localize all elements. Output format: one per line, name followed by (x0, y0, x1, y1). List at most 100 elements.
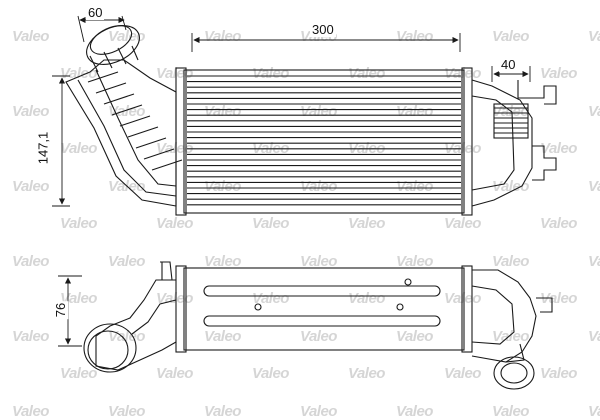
watermark-text: Valeo (108, 403, 145, 420)
inlet-rib (143, 148, 175, 160)
watermark-text: Valeo (348, 290, 385, 307)
outlet-tank-contour (471, 95, 515, 191)
left-end-plate-top (175, 265, 187, 353)
dimension-lines (52, 15, 531, 347)
front-view (65, 25, 557, 216)
dim-extension (77, 15, 85, 43)
watermark-text: Valeo (108, 28, 145, 45)
outlet-fitting (493, 103, 529, 139)
watermark-text: Valeo (540, 290, 577, 307)
inlet-pipe-contour (77, 79, 177, 197)
watermark-text: Valeo (252, 365, 289, 382)
outlet-ring-inner-top (500, 362, 528, 384)
inlet-rib (87, 71, 119, 83)
dim-width-label: 300 (310, 22, 336, 37)
mount-hole (254, 303, 262, 311)
inlet-rib (127, 126, 159, 138)
watermark-text: Valeo (492, 178, 529, 195)
right-end-plate-top (461, 265, 473, 353)
watermark-text: Valeo (12, 328, 49, 345)
mounting-bracket (517, 80, 557, 105)
watermark-text: Valeo (252, 290, 289, 307)
watermark-text: Valeo (540, 365, 577, 382)
inlet-opening (89, 25, 133, 55)
outlet-tank (471, 79, 533, 207)
watermark-text: Valeo (588, 178, 600, 195)
outlet-neck-top (505, 343, 525, 363)
inlet-rib (95, 82, 127, 94)
watermark-text: Valeo (348, 365, 385, 382)
watermark-text: Valeo (492, 253, 529, 270)
watermark-text: Valeo (588, 103, 600, 120)
inlet-pipe (65, 59, 177, 207)
watermark-text: Valeo (204, 103, 241, 120)
watermark-text: Valeo (204, 253, 241, 270)
watermark-text: Valeo (300, 253, 337, 270)
inlet-opening-top (87, 330, 129, 370)
mount-hole (396, 303, 404, 311)
watermark-text: Valeo (60, 140, 97, 157)
core-outline-top (183, 267, 465, 351)
watermark-text: Valeo (444, 365, 481, 382)
outlet-ring-top (493, 356, 535, 390)
inlet-rib (103, 93, 135, 105)
watermark-text: Valeo (108, 328, 145, 345)
watermark-text: Valeo (588, 403, 600, 420)
watermark-text: Valeo (12, 28, 49, 45)
dim-height-label: 147,1 (35, 129, 51, 167)
watermark-text: Valeo (540, 215, 577, 232)
watermark-text: Valeo (12, 103, 49, 120)
dim-extension (121, 15, 127, 31)
inlet-pipe-contour (95, 69, 177, 187)
mounting-bracket (532, 145, 557, 181)
watermark-text: Valeo (348, 215, 385, 232)
inlet-rib (119, 115, 151, 127)
inlet-pipe-top (95, 279, 177, 371)
top-view (83, 261, 553, 390)
inlet-tab-top (160, 261, 173, 281)
core-outline (183, 69, 465, 214)
watermark-text: Valeo (60, 215, 97, 232)
watermark-text: Valeo (396, 253, 433, 270)
inlet-rib (135, 137, 167, 149)
mounting-bracket-top (536, 297, 553, 313)
outlet-tank-top (471, 269, 537, 363)
watermark-text: Valeo (588, 253, 600, 270)
watermark-text: Valeo (12, 403, 49, 420)
watermark-text: Valeo (396, 403, 433, 420)
watermark-text: Valeo (300, 103, 337, 120)
watermark-text: Valeo (396, 103, 433, 120)
intercooler-line-art (52, 15, 557, 390)
inlet-rib (111, 104, 143, 116)
watermark-text: Valeo (588, 28, 600, 45)
inlet-rib (151, 159, 183, 171)
product-drawing: ValeoValeoValeoValeoValeoValeoValeoValeo… (12, 6, 600, 420)
watermark-text: Valeo (204, 328, 241, 345)
dim-height-small-label: 76 (53, 300, 69, 320)
watermark-text: Valeo (396, 328, 433, 345)
inlet-collar-top (83, 323, 137, 373)
watermark-text: Valeo (60, 65, 97, 82)
watermark-text: Valeo (492, 28, 529, 45)
watermark-text: Valeo (204, 403, 241, 420)
watermark-text: Valeo (300, 403, 337, 420)
watermark-text: Valeo (252, 65, 289, 82)
watermark-text: Valeo (540, 140, 577, 157)
watermark-text: Valeo (12, 253, 49, 270)
watermark-text: Valeo (156, 365, 193, 382)
inlet-pipe-contour-top (131, 299, 177, 335)
watermark-text: Valeo (588, 328, 600, 345)
mount-strip (203, 285, 441, 297)
mount-strip (203, 315, 441, 327)
watermark-text: Valeo (60, 365, 97, 382)
watermark-text: Valeo (492, 328, 529, 345)
watermark-text: Valeo (492, 403, 529, 420)
watermark-text: Valeo (156, 215, 193, 232)
watermark-text: Valeo (108, 253, 145, 270)
watermark-text: Valeo (12, 178, 49, 195)
watermark-text: Valeo (252, 215, 289, 232)
watermark-text: Valeo (300, 328, 337, 345)
watermark-text: Valeo (348, 65, 385, 82)
watermark-text: Valeo (444, 215, 481, 232)
outlet-tank-contour-top (471, 285, 515, 345)
